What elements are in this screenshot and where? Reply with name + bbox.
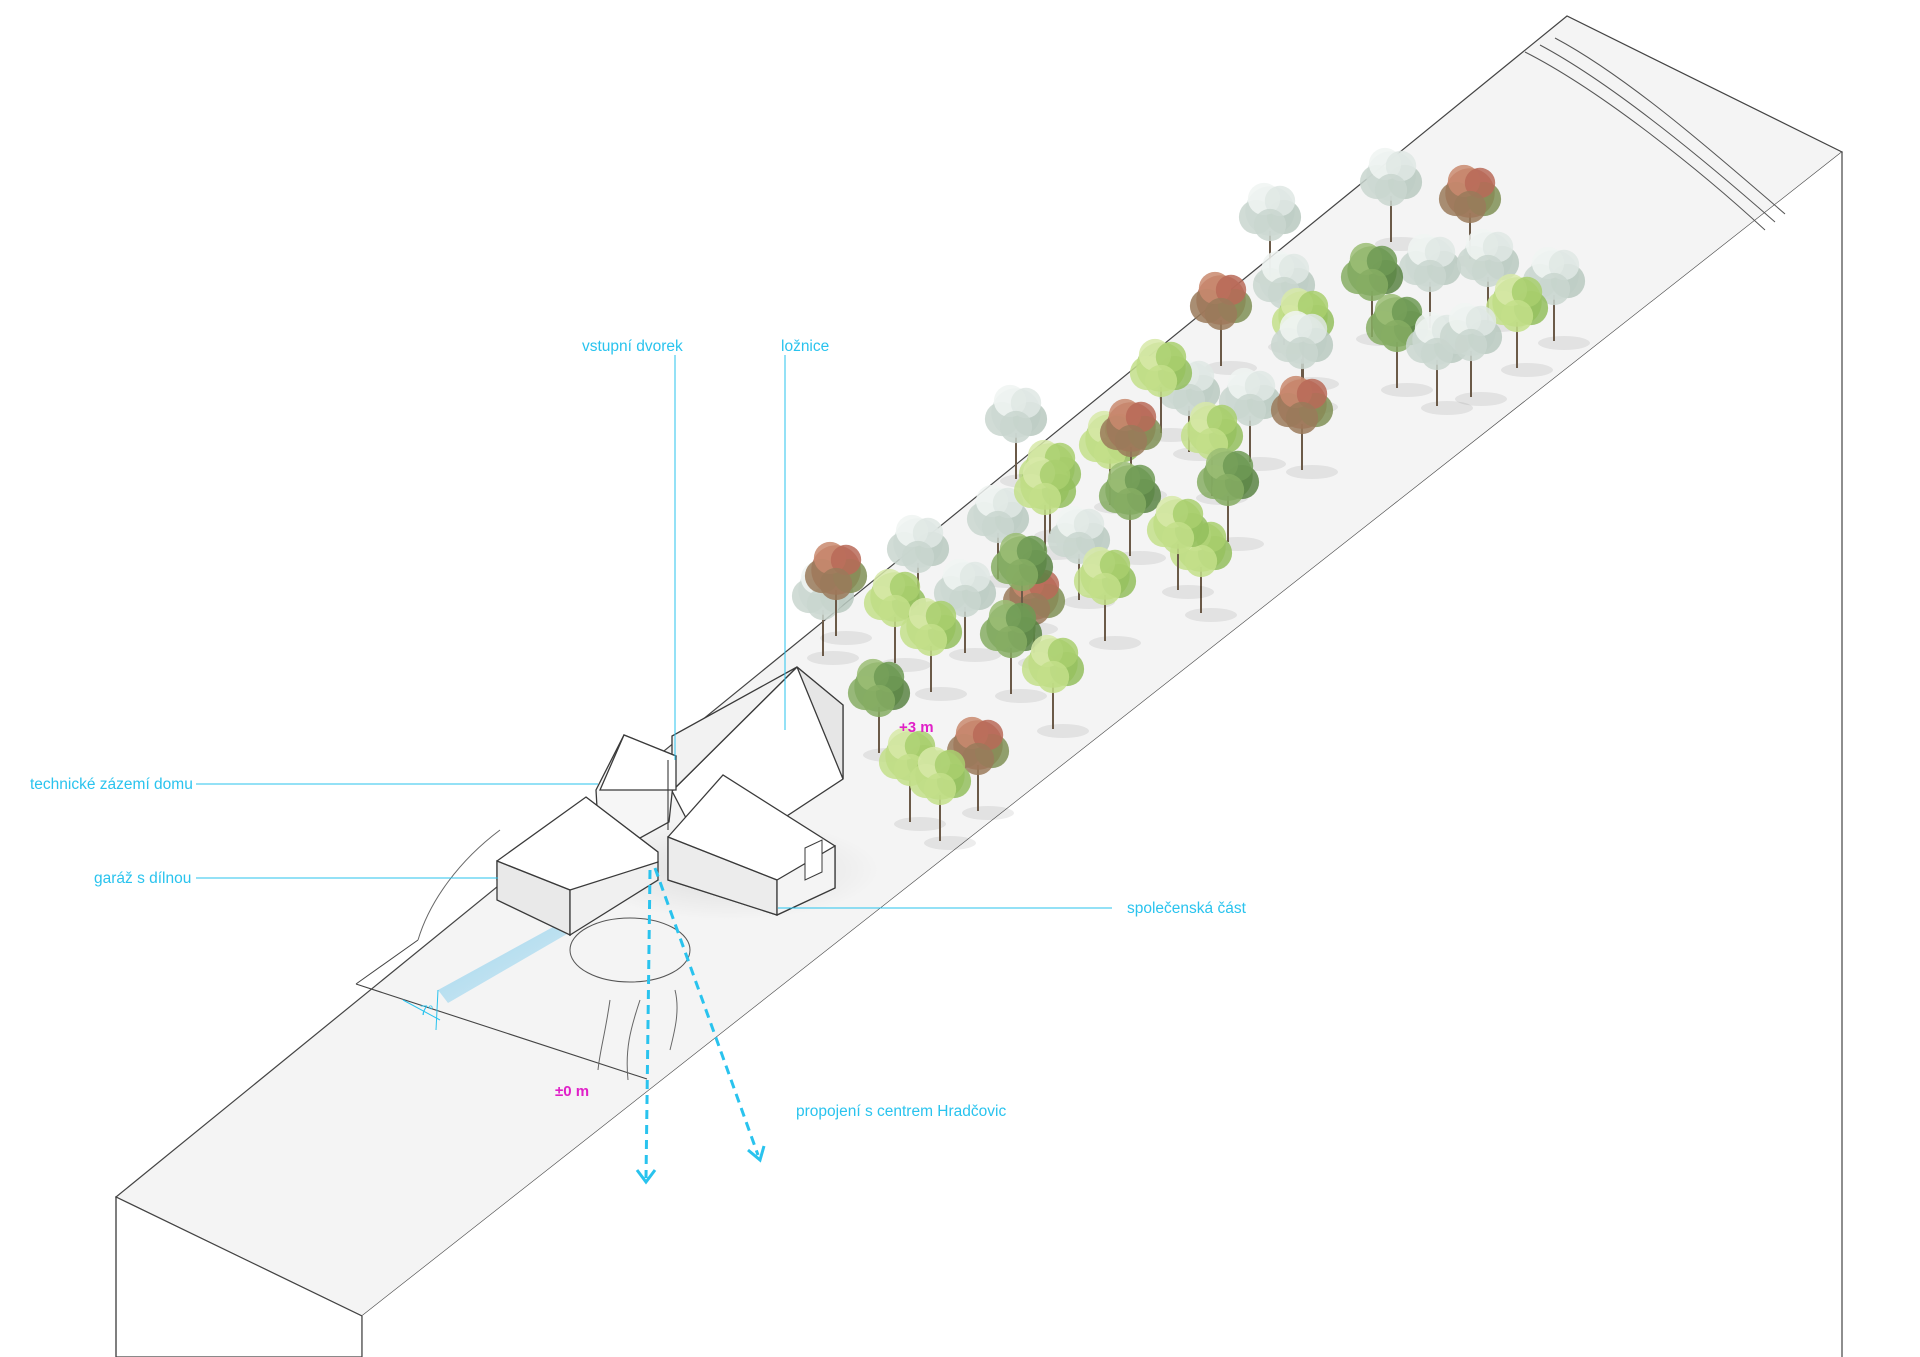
tree-icon — [1098, 461, 1166, 565]
tree-icon — [1438, 164, 1506, 268]
label-propojeni: propojení s centrem Hradčovic — [796, 1103, 1006, 1120]
arrow-head-icon — [747, 1145, 766, 1163]
tree-icon — [933, 558, 1001, 662]
tree-icon — [886, 514, 954, 618]
tree-icon — [1146, 495, 1214, 599]
tree-icon — [979, 599, 1047, 703]
footpath — [597, 999, 611, 1071]
label-vstupni-dvorek: vstupní dvorek — [582, 338, 683, 355]
level-marker-lower: ±0 m — [555, 1083, 589, 1100]
orchard-trees — [791, 147, 1590, 850]
level-marker-upper: +3 m — [899, 719, 934, 736]
connection-arrows — [644, 867, 760, 1179]
tree-icon — [1238, 182, 1306, 286]
tree-icon — [990, 532, 1058, 636]
arrow-down-icon — [653, 867, 760, 1156]
tree-icon — [804, 541, 872, 645]
tree-icon — [1359, 147, 1427, 251]
tree-icon — [1073, 546, 1141, 650]
terrain-contour — [1539, 44, 1776, 223]
footpath — [626, 999, 641, 1081]
terrain-right-face — [362, 152, 1842, 1357]
turning-circle — [569, 917, 691, 983]
label-spolecenska-cast: společenská část — [1127, 900, 1247, 917]
label-garaz: garáž s dílnou — [94, 870, 191, 887]
terrain — [114, 15, 1844, 1357]
tree-icon — [899, 597, 967, 701]
tree-icon — [1218, 367, 1286, 471]
tree-icon — [1270, 375, 1338, 479]
tree-icon — [908, 746, 976, 850]
tree-icon — [1439, 302, 1507, 406]
buildings — [496, 666, 880, 937]
building-garaz — [496, 796, 659, 937]
callout-leaders — [196, 355, 1112, 909]
driveway-edge — [417, 829, 501, 941]
label-technicke-zazemi: technické zázemí domu — [30, 776, 193, 793]
arrow-down-icon — [644, 869, 652, 1179]
arrow-head-icon — [635, 1169, 657, 1185]
window-opening — [804, 839, 823, 881]
tree-icon — [1189, 271, 1257, 375]
arrow-heads — [635, 1145, 766, 1185]
tree-icon — [1522, 246, 1590, 350]
terrain-step-line — [355, 939, 419, 985]
tree-icon — [946, 716, 1014, 820]
building-spolecenska-cast — [667, 774, 836, 917]
tree-icon — [1099, 398, 1167, 502]
terrain-contour — [1554, 37, 1786, 215]
footpath — [669, 989, 678, 1051]
view-angle-label: 7° — [420, 1002, 433, 1018]
label-loznice: ložnice — [781, 338, 829, 355]
tree-icon — [1021, 634, 1089, 738]
tree-icon — [1456, 228, 1524, 332]
tree-icon — [1485, 273, 1553, 377]
tree-icon — [1196, 447, 1264, 551]
terrain-contour — [1524, 51, 1766, 231]
tree-icon — [984, 384, 1052, 488]
